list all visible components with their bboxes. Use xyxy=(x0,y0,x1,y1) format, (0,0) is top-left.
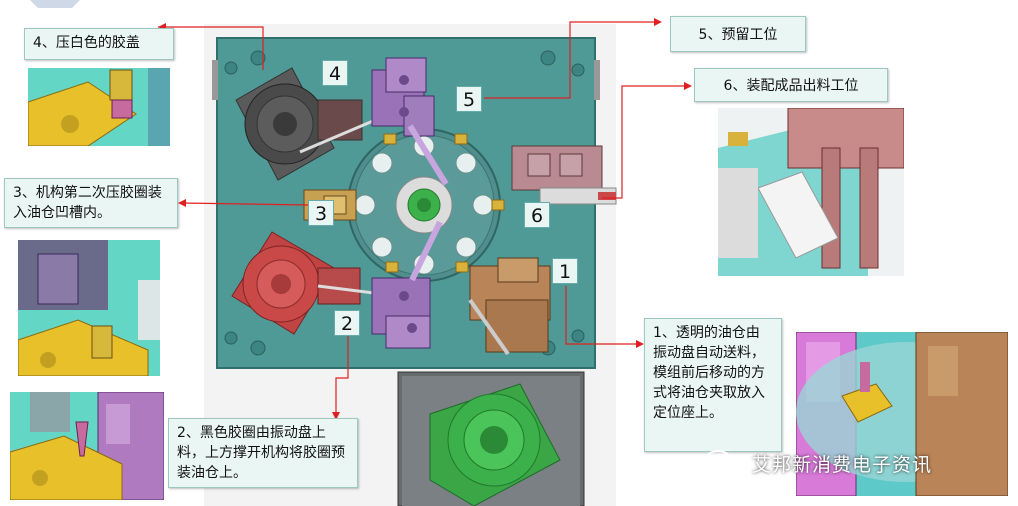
thumbnail-station-6 xyxy=(718,108,904,276)
callout-station-5: 5、预留工位 xyxy=(670,16,806,52)
watermark-text: 艾邦新消费电子资讯 xyxy=(752,453,933,476)
callout-station-2: 2、黑色胶圈由振动盘上料，上方撑开机构将胶圈预装油仓上。 xyxy=(168,418,358,488)
watermark: 艾邦新消费电子资讯 xyxy=(702,448,932,478)
wechat-icon xyxy=(704,450,743,476)
thumbnail-station-3 xyxy=(18,240,160,376)
marker-2: 2 xyxy=(334,310,360,336)
rotary-turntable xyxy=(347,125,505,282)
press-module-bottom xyxy=(371,220,443,349)
callout-station-4: 4、压白色的胶盖 xyxy=(24,28,174,60)
marker-4: 4 xyxy=(322,60,348,86)
thumbnail-station-4 xyxy=(28,68,170,146)
marker-3: 3 xyxy=(308,200,334,226)
marker-6: 6 xyxy=(524,202,550,228)
thumbnail-station-2 xyxy=(10,392,164,500)
callout-station-1: 1、透明的油仓由振动盘自动送料，模组前后移动的方式将油仓夹取放入定位座上。 xyxy=(644,318,782,452)
marker-5: 5 xyxy=(456,86,482,112)
callout-station-3: 3、机构第二次压胶圈装入油仓凹槽内。 xyxy=(4,178,178,228)
press-module-top xyxy=(371,57,449,186)
red-bowl-feeder xyxy=(231,231,361,335)
thumbnail-station-1 xyxy=(796,332,1008,496)
callout-station-6: 6、装配成品出料工位 xyxy=(694,68,888,102)
green-bowl-feeder xyxy=(397,371,585,506)
unload-module xyxy=(511,145,617,205)
loader-module xyxy=(468,257,551,356)
leader-lines xyxy=(158,18,692,420)
marker-1: 1 xyxy=(552,258,578,284)
